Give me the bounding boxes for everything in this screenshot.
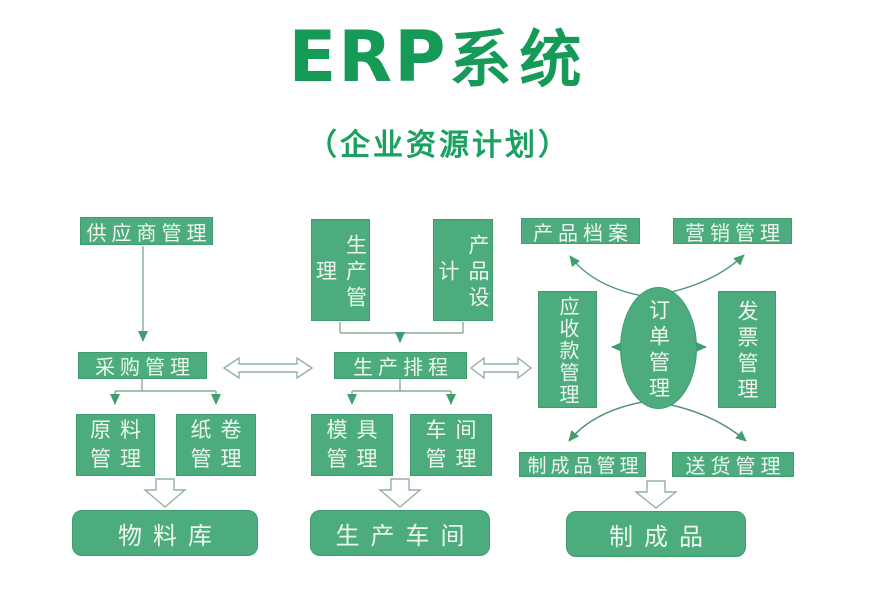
node-mold-mgmt: 模具管理 [311,414,393,476]
node-label: 营销管理 [685,222,785,245]
node-label: 订单管理 [646,298,671,403]
node-delivery-mgmt: 送货管理 [672,452,794,478]
node-invoice-mgmt: 发票管理 [718,291,776,408]
node-workshop-mgmt: 车间管理 [410,414,492,476]
node-paper-roll-mgmt: 纸卷管理 [176,414,256,476]
node-order-mgmt: 订单管理 [620,287,697,409]
node-label: 产品档案 [533,222,633,245]
node-label: 制成品管理 [527,456,643,477]
node-product-archive: 产品档案 [521,218,640,245]
node-raw-material-mgmt: 原料管理 [76,414,155,476]
node-label: 供应商管理 [86,222,212,245]
double-arrow-scheduling-receivables [469,356,533,380]
node-label: 采购管理 [95,357,195,379]
node-supplier-mgmt: 供应商管理 [80,217,213,245]
node-marketing-mgmt: 营销管理 [673,218,792,245]
connector-production-merge [339,322,464,343]
node-production-scheduling: 生产排程 [334,352,467,379]
node-label: 送货管理 [685,456,786,478]
hollow-arrow-to-finished-goods [634,480,678,509]
connector-scheduling-split [347,379,456,405]
double-arrow-purchase-scheduling [222,356,314,380]
node-label: 生产排程 [353,357,453,379]
node-receivables-mgmt: 应收款管理 [538,291,597,408]
connector-purchase-split [110,379,221,405]
node-label: 产品设计 [436,233,490,312]
node-label: 发票管理 [735,300,759,404]
node-label: 原料管理 [90,418,150,471]
node-label: 模具管理 [326,418,387,471]
page-title: ERP 系统 [0,22,878,92]
node-label: 物料库 [118,523,223,550]
node-finished-goods: 制成品 [566,511,746,557]
page-subtitle: （企业资源计划） [307,129,571,162]
node-label: 制成品 [609,524,714,551]
title-system: 系统 [449,27,590,95]
node-purchase-mgmt: 采购管理 [78,352,207,379]
node-label: 生产管理 [313,233,368,312]
hollow-arrow-to-production-workshop [378,478,422,508]
node-label: 纸卷管理 [190,418,251,471]
node-finished-goods-mgmt: 制成品管理 [519,452,646,477]
node-label: 生产车间 [335,523,476,550]
node-production-mgmt: 生产管理 [311,219,370,321]
hollow-arrow-to-material-warehouse [143,478,187,508]
node-material-warehouse: 物料库 [72,510,258,556]
node-label: 车间管理 [425,418,486,471]
title-erp: ERP [288,16,448,98]
node-label: 应收款管理 [556,295,578,406]
node-product-design: 产品设计 [433,219,493,321]
node-production-workshop: 生产车间 [310,510,490,556]
